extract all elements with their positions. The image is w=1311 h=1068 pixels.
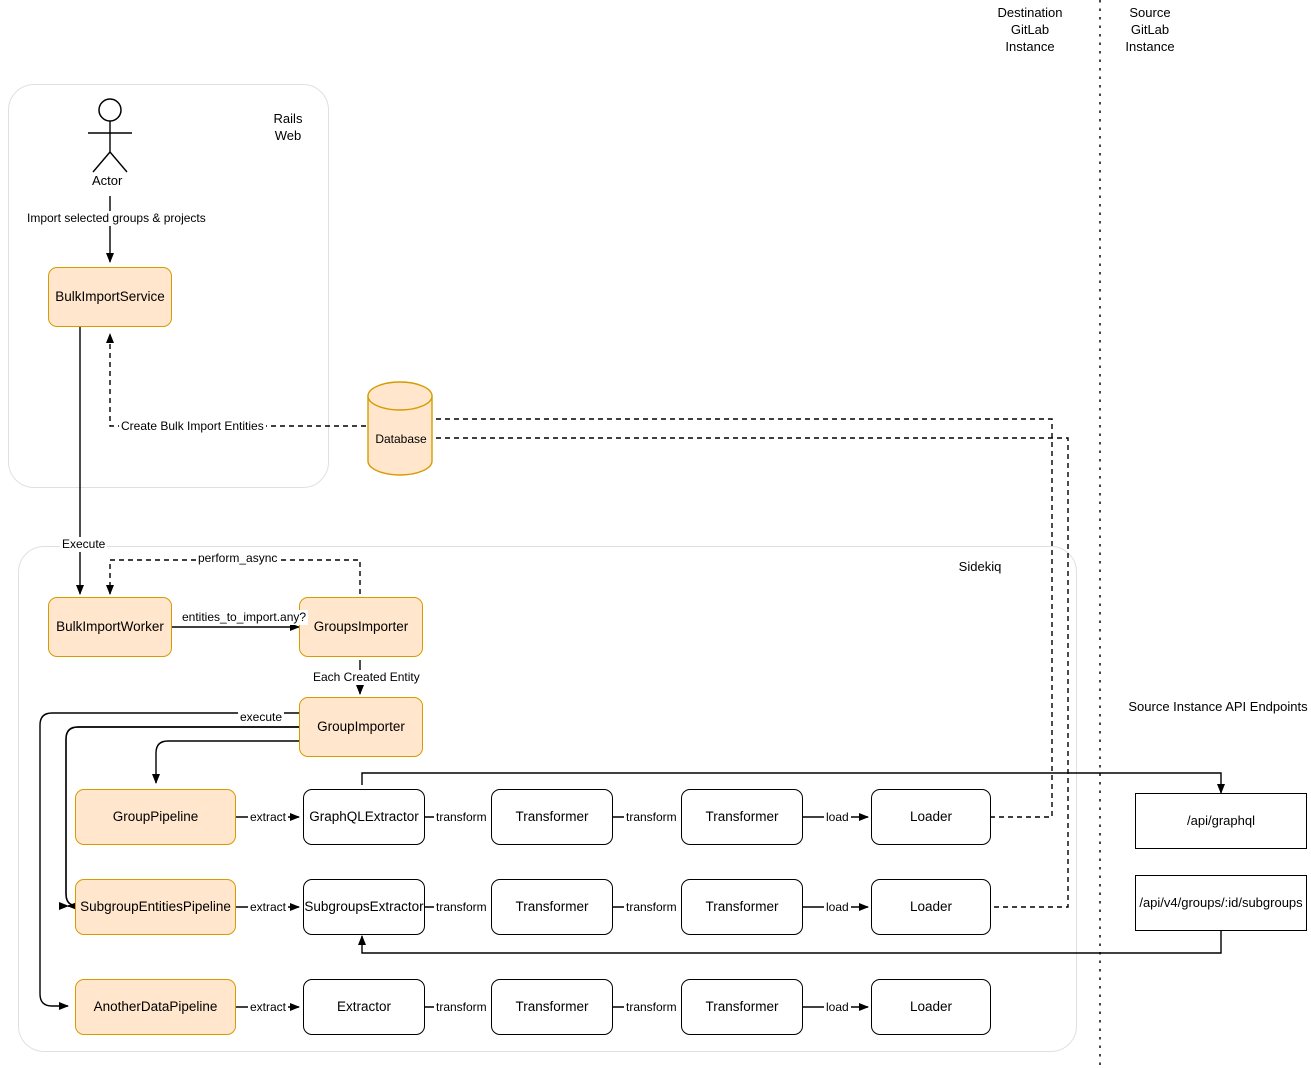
node-loader-r3[interactable]: Loader [871,979,991,1035]
db-label: Database [375,432,427,446]
node-transformer-r3-2[interactable]: Transformer [681,979,803,1035]
node-transformer-r1-2[interactable]: Transformer [681,789,803,845]
edge-label-r2-extract: extract [248,900,289,916]
edge-label-r2-transform-1: transform [434,900,489,916]
edge-label-import-selected: Import selected groups & projects [25,211,208,227]
node-subgroup-entities-pipeline[interactable]: SubgroupEntitiesPipeline [75,879,236,935]
edge-label-execute: Execute [60,537,108,553]
edge-label-r2-load: load [824,900,851,916]
edge-label-execute-pipeline: execute [238,710,285,726]
edge-label-r2-transform-2: transform [624,900,679,916]
edge-label-perform-async: perform_async [196,551,280,567]
zone-sidekiq [18,546,1077,1052]
edge-label-r3-transform-2: transform [624,1000,679,1016]
edge-label-each-created-entity: Each Created Entity [311,670,422,686]
api-endpoints-title: Source Instance API Endpoints [1128,699,1308,714]
destination-instance-label: Destination GitLab Instance [997,5,1063,54]
zone-sidekiq-label: Sidekiq [958,559,1002,574]
edge-label-r3-extract: extract [248,1000,289,1016]
node-group-importer[interactable]: GroupImporter [299,697,423,757]
edge-label-entities-to-import: entities_to_import.any? [180,610,309,626]
endpoint-api-subgroups[interactable]: /api/v4/groups/:id/subgroups [1135,875,1307,931]
node-loader-r1[interactable]: Loader [871,789,991,845]
source-instance-label: Source GitLab Instance [1125,5,1175,54]
edge-label-create-entities: Create Bulk Import Entities [119,419,266,435]
edge-label-r1-load: load [824,810,851,826]
actor-label: Actor [92,173,123,188]
zone-rails-web-label: Rails Web [273,111,303,143]
edge-label-r1-extract: extract [248,810,289,826]
node-transformer-r1-1[interactable]: Transformer [491,789,613,845]
node-transformer-r3-1[interactable]: Transformer [491,979,613,1035]
node-another-data-pipeline[interactable]: AnotherDataPipeline [75,979,236,1035]
node-transformer-r2-2[interactable]: Transformer [681,879,803,935]
node-bulk-import-worker[interactable]: BulkImportWorker [48,597,172,657]
node-graphql-extractor[interactable]: GraphQLExtractor [303,789,425,845]
node-transformer-r2-1[interactable]: Transformer [491,879,613,935]
edge-label-r3-transform-1: transform [434,1000,489,1016]
node-extractor-r3[interactable]: Extractor [303,979,425,1035]
edge-label-r1-transform-2: transform [624,810,679,826]
database-shape [367,381,433,476]
node-loader-r2[interactable]: Loader [871,879,991,935]
edge-label-r3-load: load [824,1000,851,1016]
zone-rails-web [8,84,329,488]
node-group-pipeline[interactable]: GroupPipeline [75,789,236,845]
node-bulk-import-service[interactable]: BulkImportService [48,267,172,327]
edge-label-r1-transform-1: transform [434,810,489,826]
node-groups-importer[interactable]: GroupsImporter [299,597,423,657]
node-subgroups-extractor[interactable]: SubgroupsExtractor [303,879,425,935]
endpoint-api-graphql[interactable]: /api/graphql [1135,793,1307,849]
